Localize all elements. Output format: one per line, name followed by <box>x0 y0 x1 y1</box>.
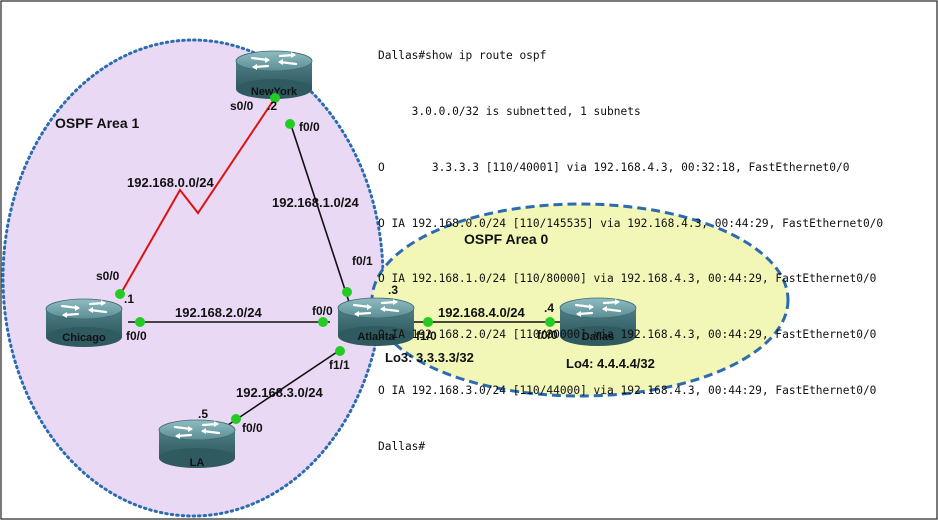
router-atlanta[interactable]: Atlanta <box>336 296 416 348</box>
network-label-192-168-4: 192.168.4.0/24 <box>438 305 526 320</box>
iface-label-atl-f00: f0/0 <box>312 304 333 318</box>
port-dot-atl-f11 <box>335 346 345 356</box>
iface-label-ny-s00: s0/0 <box>230 99 254 113</box>
port-dot-dal-f00 <box>545 317 555 327</box>
cli-line: Dallas# <box>378 439 426 453</box>
cli-line: Dallas#show ip route ospf <box>378 49 547 63</box>
router-dallas[interactable]: Dallas <box>558 296 638 348</box>
port-dot-chi-f00 <box>135 317 145 327</box>
iface-label-ny-f00: f0/0 <box>299 120 320 134</box>
router-label-chicago: Chicago <box>62 332 106 344</box>
link-chicago-newyork-serial <box>119 97 276 296</box>
iface-label-atl-f10: f1/0 <box>416 329 437 343</box>
port-dot-la-f00 <box>231 414 241 424</box>
port-dot-atl-f00 <box>318 317 328 327</box>
router-label-dallas: Dallas <box>582 331 614 343</box>
network-label-192-168-2: 192.168.2.0/24 <box>175 305 263 320</box>
link-newyork-atlanta <box>289 121 351 306</box>
port-dot-ny-s00 <box>270 93 280 103</box>
router-label-newyork: NewYork <box>251 86 298 98</box>
cli-line: 3.0.0.0/32 is subnetted, 1 subnets <box>378 104 641 118</box>
cli-line: O IA 192.168.3.0/24 [110/44000] via 192.… <box>378 383 877 397</box>
iface-label-dal-f00: f0/0 <box>537 328 558 342</box>
router-la[interactable]: LA <box>157 418 237 470</box>
router-newyork[interactable]: NewYork <box>234 49 314 101</box>
iface-label-chi-s00: s0/0 <box>96 269 120 283</box>
router-label-la: LA <box>190 457 205 469</box>
iface-label-atl-f01: f0/1 <box>352 254 373 268</box>
cli-output: Dallas#show ip route ospf 3.0.0.0/32 is … <box>378 10 883 475</box>
interface-ports <box>115 93 555 424</box>
cli-line: O IA 192.168.2.0/24 [110/80000] via 192.… <box>378 328 877 342</box>
loopback-label-dallas: Lo4: 4.4.4.4/32 <box>566 356 655 371</box>
iface-label-atl-host: .3 <box>388 283 398 297</box>
iface-label-chi-f00: f0/0 <box>126 329 147 343</box>
iface-label-ny-host: .2 <box>267 99 277 113</box>
iface-label-dal-host: .4 <box>544 301 554 315</box>
link-atlanta-la <box>227 347 344 426</box>
iface-label-la-f00: f0/0 <box>242 421 263 435</box>
network-label-192-168-3: 192.168.3.0/24 <box>236 385 324 400</box>
port-dot-atl-f10 <box>423 317 433 327</box>
router-chicago[interactable]: Chicago <box>44 297 124 349</box>
network-label-192-168-1: 192.168.1.0/24 <box>272 195 360 210</box>
port-dot-atl-f01 <box>342 287 352 297</box>
port-dot-chi-s00 <box>115 289 125 299</box>
iface-label-la-host: .5 <box>198 407 208 421</box>
port-dot-ny-f00 <box>285 119 295 129</box>
router-label-atlanta: Atlanta <box>357 331 395 343</box>
iface-label-atl-f11: f1/1 <box>329 358 350 372</box>
cli-line: O IA 192.168.1.0/24 [110/80000] via 192.… <box>378 272 877 286</box>
iface-label-chi-host: .1 <box>124 292 134 306</box>
cli-line: O IA 192.168.0.0/24 [110/145535] via 192… <box>378 216 884 230</box>
cli-line: O 3.3.3.3 [110/40001] via 192.168.4.3, 0… <box>378 160 850 174</box>
area-1-label: OSPF Area 1 <box>55 115 140 131</box>
loopback-label-atlanta: Lo3: 3.3.3.3/32 <box>385 350 474 365</box>
area-0-label: OSPF Area 0 <box>464 231 549 247</box>
network-label-192-168-0: 192.168.0.0/24 <box>127 175 215 190</box>
